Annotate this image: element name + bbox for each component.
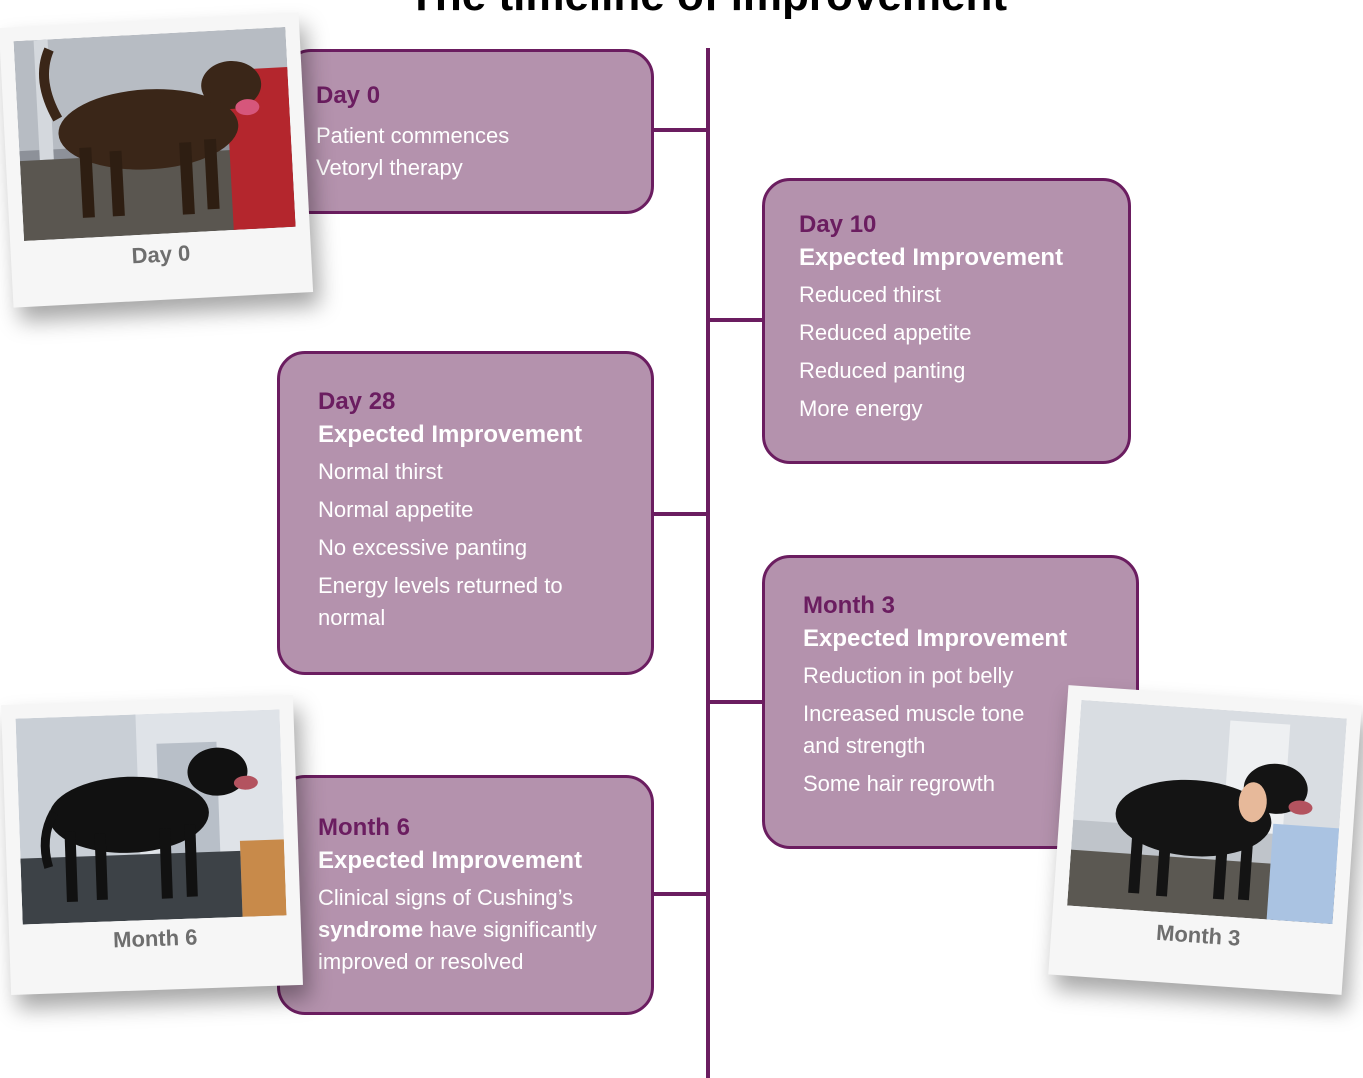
milestone-list: Reduced thirst Reduced appetite Reduced … [799, 279, 1108, 425]
milestone-text-bold: syndrome [318, 917, 424, 942]
milestone-subheading: Expected Improvement [318, 421, 583, 448]
list-item: Reduced thirst [799, 282, 941, 307]
list-item: More energy [799, 396, 923, 421]
page-title: The timeline of improvement [0, 0, 1363, 20]
photo-day-0: Day 0 [0, 12, 314, 308]
list-item: Normal appetite [318, 497, 474, 522]
milestone-subheading: Expected Improvement [799, 244, 1064, 271]
milestone-heading: Day 28 [318, 388, 396, 415]
photo-month-6: Month 6 [1, 694, 303, 996]
photo-caption: Month 6 [112, 924, 198, 953]
photo-month-3: Month 3 [1048, 685, 1362, 995]
milestone-list: Reduction in pot belly Increased muscle … [803, 660, 1116, 800]
list-item: Increased muscle tone and strength [803, 701, 1025, 758]
milestone-text: Clinical signs of Cushing’s syndrome hav… [318, 882, 623, 978]
connector-month-3 [708, 700, 764, 704]
milestone-day-28: Day 28 Expected Improvement Normal thirs… [277, 351, 654, 675]
list-item: No excessive panting [318, 535, 528, 560]
milestone-text-part: Clinical signs of Cushing’s [318, 885, 574, 910]
dog-image-icon [1067, 700, 1347, 925]
dog-photo [13, 27, 296, 242]
dog-image-icon [13, 27, 296, 242]
list-item: Normal thirst [318, 459, 443, 484]
milestone-line: Patient commences [316, 123, 510, 148]
milestone-text: Patient commences Vetoryl therapy [316, 120, 631, 184]
dog-photo [1067, 700, 1347, 925]
milestone-heading: Month 3 [803, 592, 895, 619]
milestone-line: Vetoryl therapy [316, 155, 463, 180]
list-item: Energy levels returned to normal [318, 573, 563, 630]
milestone-heading: Month 6 [318, 814, 410, 841]
dog-photo [15, 709, 287, 925]
dog-image-icon [15, 709, 287, 925]
photo-caption: Day 0 [130, 240, 191, 269]
milestone-day-0: Day 0 Patient commences Vetoryl therapy [283, 49, 654, 214]
milestone-heading: Day 10 [799, 211, 877, 238]
list-item: Reduction in pot belly [803, 663, 1014, 688]
milestone-subheading: Expected Improvement [318, 847, 583, 874]
connector-day-28 [652, 512, 708, 516]
list-item: Reduced appetite [799, 320, 972, 345]
connector-day-10 [708, 318, 764, 322]
milestone-subheading: Expected Improvement [803, 625, 1068, 652]
milestone-text-part: have significantly improved or resolved [318, 917, 597, 974]
list-item: Reduced panting [799, 358, 966, 383]
milestone-month-6: Month 6 Expected Improvement Clinical si… [277, 775, 654, 1015]
timeline-line [706, 48, 710, 1078]
milestone-day-10: Day 10 Expected Improvement Reduced thir… [762, 178, 1131, 464]
list-item: Some hair regrowth [803, 771, 995, 796]
milestone-heading: Day 0 [316, 82, 381, 109]
milestone-list: Normal thirst Normal appetite No excessi… [318, 456, 627, 634]
connector-day-0 [652, 128, 708, 132]
connector-month-6 [652, 892, 708, 896]
